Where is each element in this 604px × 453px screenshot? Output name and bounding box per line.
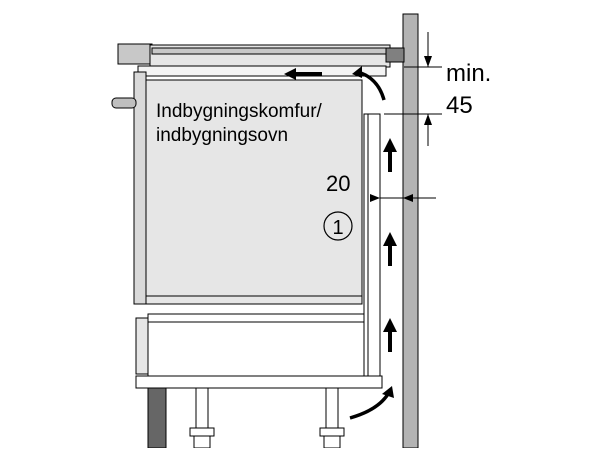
callout-circle: 1 [323, 211, 353, 241]
oven-front-panel [133, 71, 147, 305]
callout-number: 1 [332, 217, 343, 239]
worktop-panel [137, 65, 387, 77]
dark-plinth [147, 387, 167, 449]
leg-right [319, 387, 345, 449]
oven-handle [111, 97, 137, 109]
arrow-up-1 [383, 138, 397, 172]
airflow-arrow-bottom-curve [349, 386, 394, 420]
dimension-min-height [384, 32, 442, 146]
drawer-body [147, 313, 365, 377]
arrow-up-3 [383, 318, 397, 352]
min-dimension-label-line2: 45 [446, 92, 473, 119]
cooktop [117, 43, 405, 68]
appliance-label-line2: indbygningsovn [156, 125, 288, 146]
bottom-shelf [135, 375, 383, 389]
dimension-gap [370, 194, 436, 202]
airflow-arrow-left [284, 68, 322, 80]
leg-left [189, 387, 215, 449]
oven-body [145, 79, 363, 305]
drawer-front [135, 317, 149, 375]
min-dimension-label-line1: min. [446, 60, 491, 87]
appliance-label-line1: Indbygningskomfur/ [156, 101, 323, 122]
arrow-up-2 [383, 232, 397, 266]
airflow-arrows-up [383, 138, 397, 352]
airflow-arrow-top-curve [352, 66, 386, 101]
gap-dimension-label: 20 [326, 171, 350, 196]
cabinet-wall [402, 13, 419, 449]
cabinet-side-panel [363, 113, 381, 385]
